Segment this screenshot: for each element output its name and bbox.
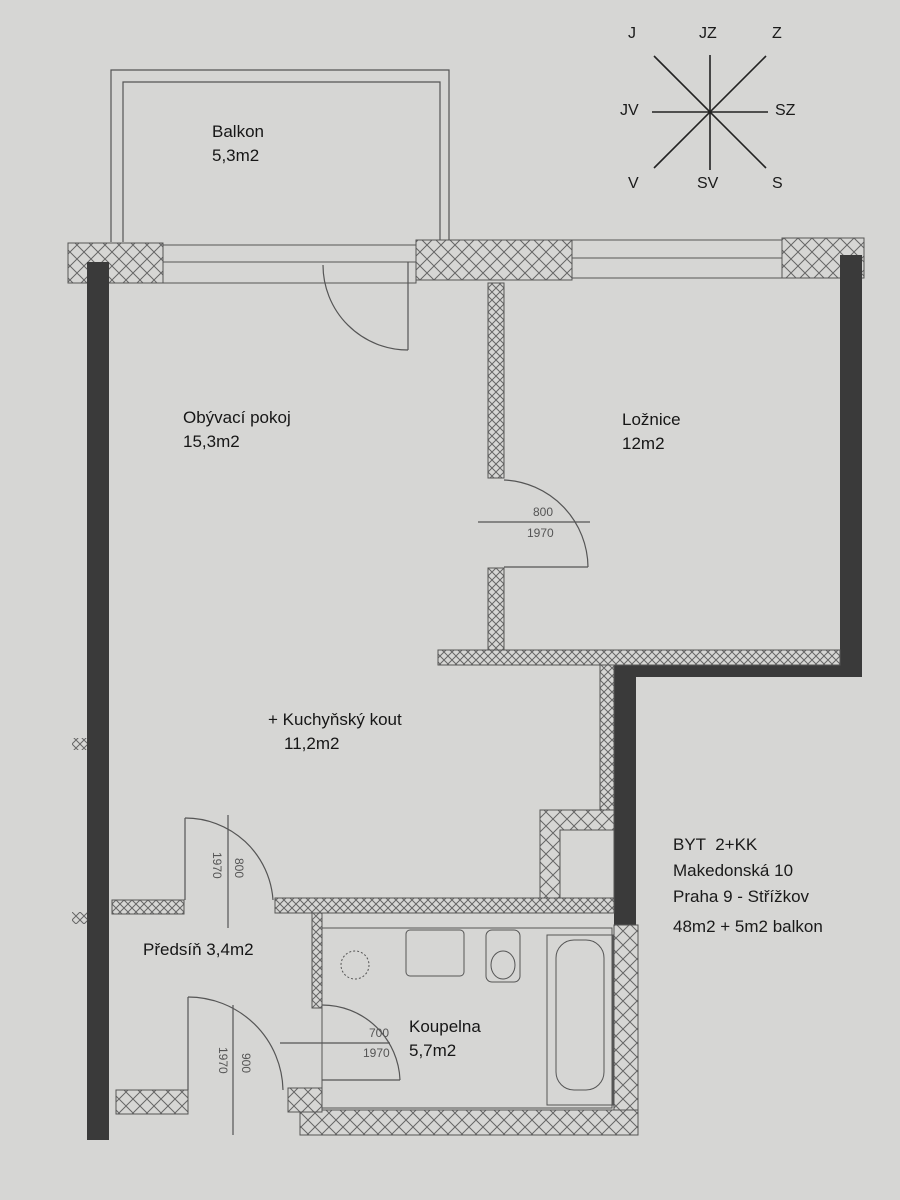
door-living-height: 1970 bbox=[210, 852, 224, 879]
room-kitchen: + Kuchyňský kout 11,2m2 bbox=[268, 708, 402, 756]
door-bedroom-width: 800 bbox=[533, 505, 554, 519]
compass-label-z: Z bbox=[772, 25, 782, 42]
partition-bedroom-bottom bbox=[437, 649, 841, 666]
compass-label-s: S bbox=[772, 175, 783, 192]
room-name: Obývací pokoj bbox=[183, 408, 291, 427]
room-balcony: Balkon 5,3m2 bbox=[212, 120, 264, 168]
door-bathroom-width: 700 bbox=[369, 1026, 390, 1040]
room-living: Obývací pokoj 15,3m2 bbox=[183, 406, 291, 454]
door-living-width: 800 bbox=[232, 858, 246, 879]
wall-step-down bbox=[614, 655, 636, 925]
room-area: 11,2m2 bbox=[284, 734, 340, 753]
room-name: Ložnice bbox=[622, 410, 681, 429]
compass-label-sz: SZ bbox=[775, 102, 796, 119]
info-area: 48m2 + 5m2 balkon bbox=[673, 917, 823, 936]
info-street: Makedonská 10 bbox=[673, 861, 794, 880]
door-bedroom bbox=[478, 479, 590, 568]
wall-right bbox=[840, 255, 862, 675]
compass-rose bbox=[652, 55, 768, 170]
room-bedroom: Ložnice 12m2 bbox=[622, 408, 681, 456]
door-bathroom bbox=[280, 1004, 401, 1081]
room-area: 15,3m2 bbox=[183, 432, 240, 451]
door-bathroom-height: 1970 bbox=[363, 1046, 390, 1060]
room-area: 12m2 bbox=[622, 434, 665, 453]
door-entrance-width: 900 bbox=[239, 1053, 253, 1074]
compass-label-v: V bbox=[628, 175, 639, 192]
partition-bathroom-top bbox=[274, 897, 615, 914]
door-entrance bbox=[187, 996, 284, 1135]
exterior-wall-top bbox=[67, 237, 865, 284]
room-area: 5,3m2 bbox=[212, 146, 260, 165]
apartment-info: BYT 2+KK Makedonská 10 Praha 9 - Střížko… bbox=[673, 832, 823, 940]
compass-label-j: J bbox=[628, 25, 636, 42]
compass-label-sv: SV bbox=[697, 175, 719, 192]
room-name: Balkon bbox=[212, 122, 264, 141]
door-living bbox=[184, 815, 274, 928]
room-area: 5,7m2 bbox=[409, 1041, 457, 1060]
door-balcony bbox=[322, 262, 409, 351]
compass-label-jv: JV bbox=[620, 102, 639, 119]
room-name: + Kuchyňský kout bbox=[268, 710, 402, 729]
door-entrance-height: 1970 bbox=[216, 1047, 230, 1074]
info-type: BYT 2+KK bbox=[673, 835, 758, 854]
room-hallway: Předsíň 3,4m2 bbox=[143, 938, 254, 962]
balcony-outline bbox=[110, 69, 450, 242]
room-name: Koupelna bbox=[409, 1017, 481, 1036]
info-city: Praha 9 - Střížkov bbox=[673, 887, 810, 906]
compass-label-jz: JZ bbox=[699, 25, 717, 42]
room-name: Předsíň 3,4m2 bbox=[143, 940, 254, 959]
door-bedroom-height: 1970 bbox=[527, 526, 554, 540]
partition-bedroom bbox=[487, 282, 505, 479]
bathroom-fixtures bbox=[321, 927, 614, 1109]
wall-left bbox=[87, 262, 109, 1140]
room-bathroom: Koupelna 5,7m2 bbox=[409, 1015, 481, 1063]
